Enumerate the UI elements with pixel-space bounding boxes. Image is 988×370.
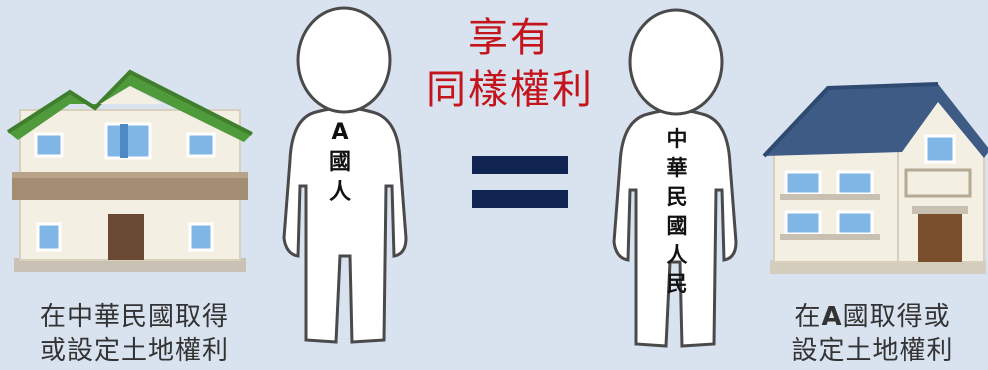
person-right-label-char: 國	[666, 214, 688, 238]
caption-left-line-2: 或設定土地權利	[39, 336, 229, 366]
person-right-label-char: 民	[666, 272, 688, 296]
house-left-icon	[6, 69, 253, 272]
person-right-icon	[612, 8, 738, 348]
caption-left-line-1: 在中華民國取得	[39, 302, 229, 332]
caption-right: 在A國取得或 設定土地權利	[760, 300, 985, 368]
person-left-label-char: 國	[328, 150, 351, 175]
caption-right-line-2: 設定土地權利	[791, 336, 954, 366]
person-right-label-char: 民	[666, 185, 688, 209]
caption-left: 在中華民國取得 或設定土地權利	[12, 300, 257, 368]
person-right-label: 中 華 民 國 人 民	[662, 125, 692, 299]
house-right-icon	[762, 82, 988, 274]
person-right-label-char: 人	[666, 243, 688, 267]
person-left-label-char: A	[331, 120, 349, 145]
caption-right-bold-a: A	[821, 302, 843, 332]
person-left-icon	[282, 6, 408, 344]
person-right-label-char: 華	[666, 156, 688, 180]
headline-line-1: 享有	[468, 15, 552, 61]
headline-line-2: 同樣權利	[426, 67, 594, 113]
person-right-label-char: 中	[666, 127, 688, 151]
headline: 享有 同樣權利	[405, 12, 615, 116]
caption-right-line-1: 在A國取得或	[760, 300, 985, 334]
equals-sign-icon	[472, 156, 568, 208]
person-left-label: A 國 人	[325, 118, 355, 208]
caption-right-prefix: 在	[794, 302, 822, 332]
caption-right-suffix: 國取得或	[842, 302, 951, 332]
person-left-label-char: 人	[328, 180, 351, 205]
